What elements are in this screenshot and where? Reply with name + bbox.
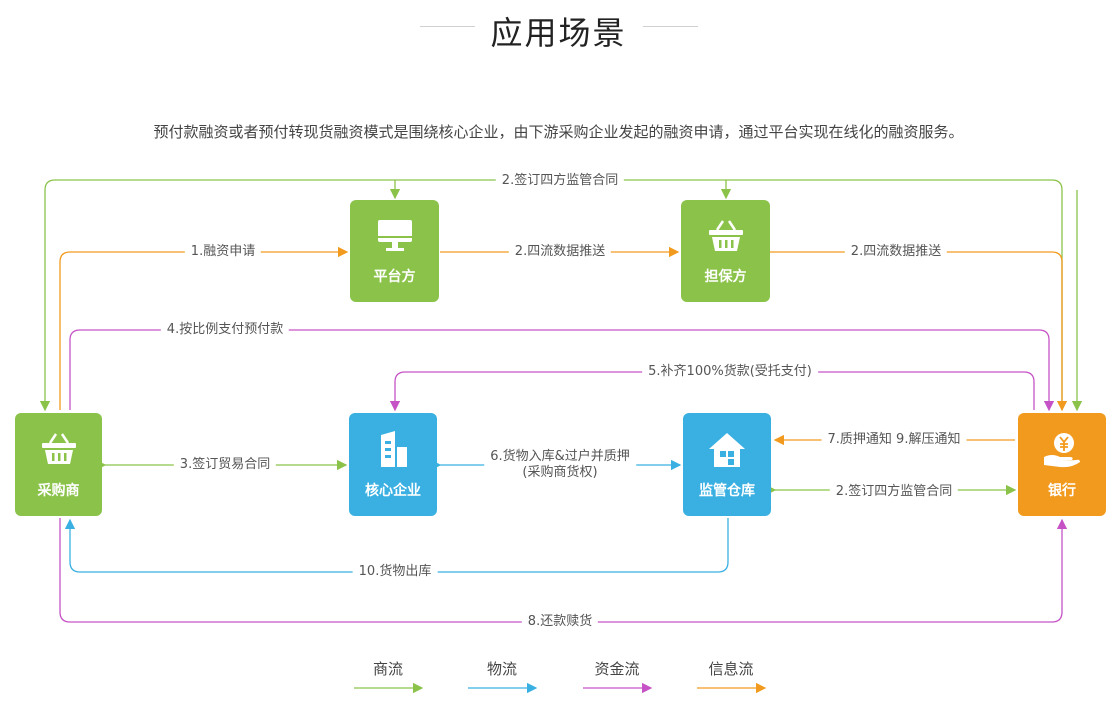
basket-icon <box>708 220 743 251</box>
legend-logistics: 物流 <box>486 660 517 678</box>
node-platform-label: 平台方 <box>373 269 416 285</box>
label-four-flow-1: 2.四流数据推送 <box>508 244 612 260</box>
legend-capital: 资金流 <box>594 660 640 678</box>
node-platform[interactable]: 平台方 <box>350 200 439 302</box>
basket-icon <box>41 433 76 464</box>
building-icon <box>381 431 407 467</box>
edge-repay <box>59 518 1068 623</box>
edge-prepay <box>69 329 1055 412</box>
label-full-pay: 5.补齐100%货款(受托支付) <box>642 364 818 380</box>
edge-sign-top <box>39 179 1063 412</box>
label-trade-contract: 3.签订贸易合同 <box>173 457 277 473</box>
node-bank-label: 银行 <box>1048 483 1076 499</box>
node-core-label: 核心企业 <box>365 483 421 499</box>
label-goods-in-line2: (采购商货权) <box>522 465 598 480</box>
house-icon <box>709 433 745 467</box>
label-pledge-notice: 7.质押通知 9.解压通知 <box>821 432 967 448</box>
legend-info: 信息流 <box>708 660 754 678</box>
node-guarantor[interactable]: 担保方 <box>681 200 770 302</box>
node-purchaser-label: 采购商 <box>37 483 80 499</box>
node-warehouse[interactable]: 监管仓库 <box>683 413 771 516</box>
node-bank[interactable]: 银行 <box>1018 413 1106 516</box>
node-warehouse-label: 监管仓库 <box>699 483 755 499</box>
node-core[interactable]: 核心企业 <box>349 413 437 516</box>
label-goods-out: 10.货物出库 <box>352 564 438 580</box>
page-title: 应用场景 <box>490 14 627 52</box>
label-sign-mid: 2.签订四方监管合同 <box>829 484 959 500</box>
node-guarantor-label: 担保方 <box>704 269 747 285</box>
title-decor-right <box>643 26 698 27</box>
label-goods-in: 6.货物入库&过户并质押 (采购商货权) <box>484 449 636 481</box>
label-repay: 8.还款赎货 <box>521 614 599 630</box>
edge-financing-apply <box>59 246 349 410</box>
label-four-flow-2: 2.四流数据推送 <box>844 244 948 260</box>
monitor-icon <box>377 220 412 251</box>
legend-commerce: 商流 <box>372 660 403 678</box>
label-sign-top: 2.签订四方监管合同 <box>495 173 625 189</box>
edge-four-flow-2 <box>770 251 1068 412</box>
label-financing-apply: 1.融资申请 <box>184 244 262 260</box>
title-decor-left <box>420 26 475 27</box>
yuan-hand-icon <box>1044 433 1080 468</box>
description: 预付款融资或者预付转现货融资模式是围绕核心企业，由下游采购企业发起的融资申请，通… <box>153 123 964 141</box>
label-prepay: 4.按比例支付预付款 <box>160 322 290 338</box>
node-purchaser[interactable]: 采购商 <box>15 413 102 516</box>
label-goods-in-line1: 6.货物入库&过户并质押 <box>490 449 630 464</box>
